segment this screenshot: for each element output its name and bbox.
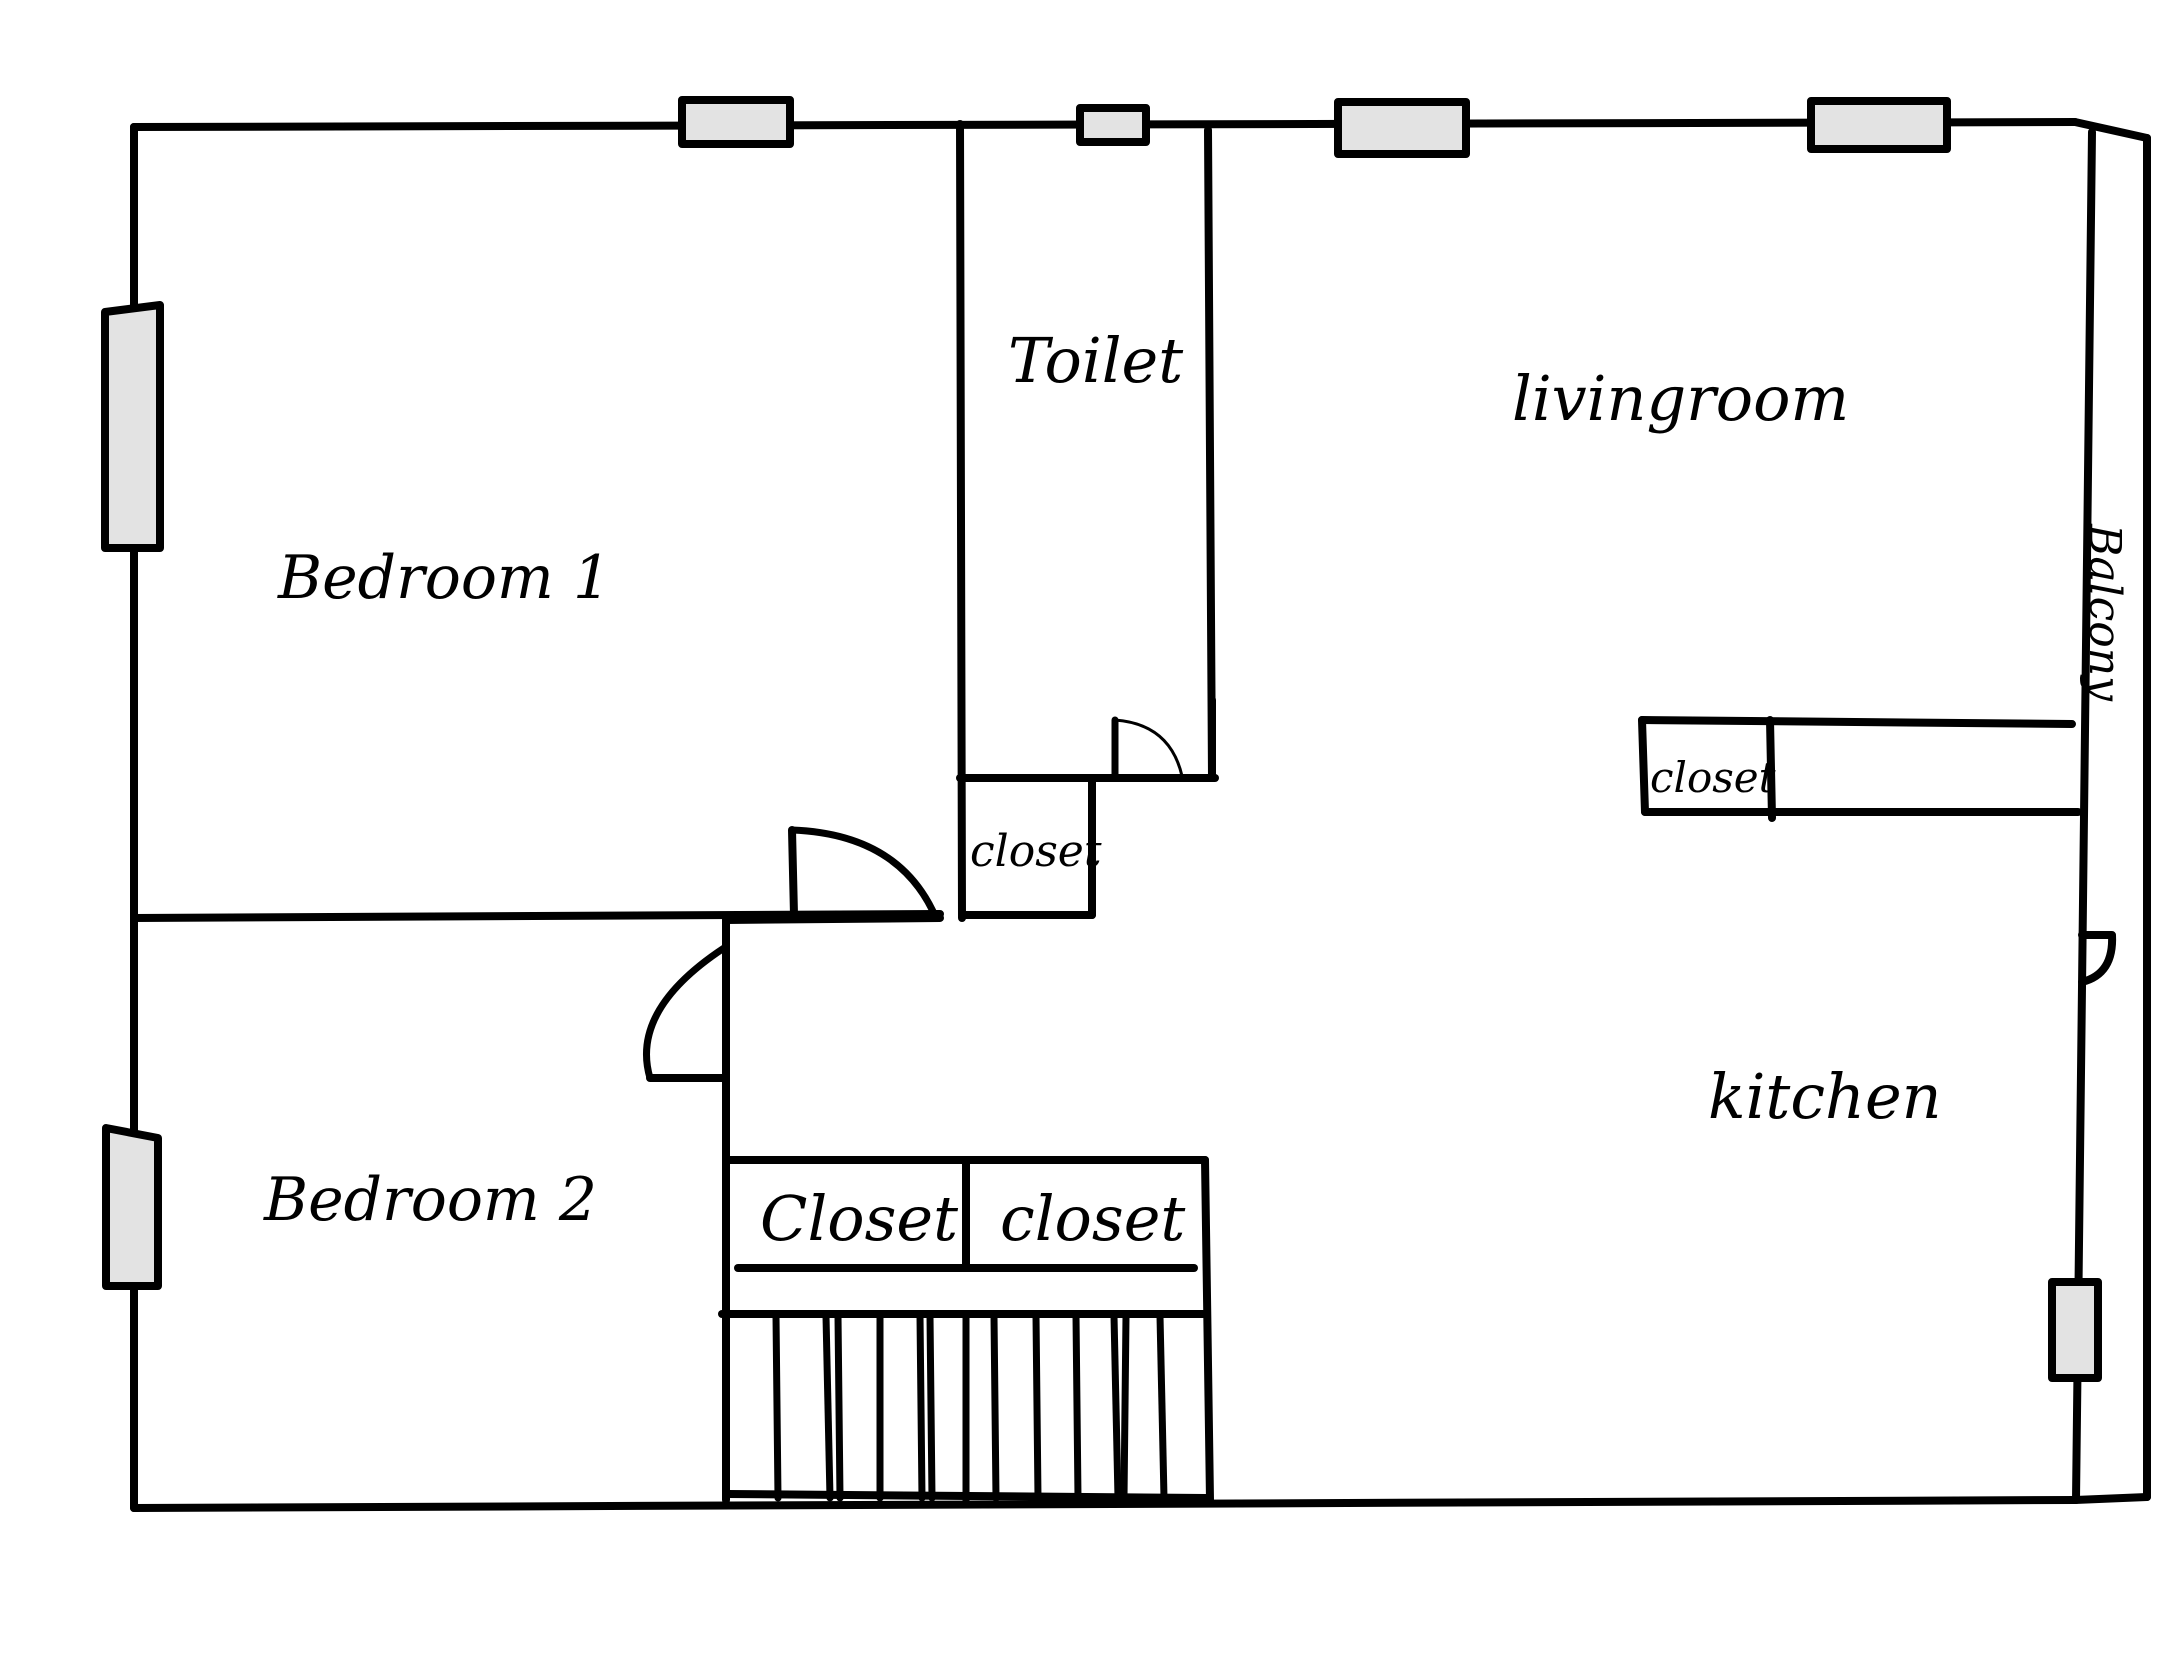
balcony-outline (2071, 118, 2151, 1504)
closet-label-left: Closet (760, 1182, 958, 1255)
room-label-bedroom-2: Bedroom 2 (263, 1165, 597, 1235)
living-closet-outline (1638, 716, 2082, 822)
closet-label-right: closet (1000, 1182, 1185, 1255)
room-label-balcony: Balcony (2079, 523, 2130, 702)
closet-label-hall: closet (970, 826, 1102, 877)
interior-walls (130, 120, 1219, 1504)
room-label-living-room: livingroom (1512, 362, 1849, 435)
room-label-toilet: Toilet (1008, 324, 1183, 397)
windows (101, 96, 2102, 1382)
room-label-kitchen: kitchen (1708, 1060, 1942, 1133)
doors (643, 696, 2117, 1082)
room-label-bedroom-1: Bedroom 1 (277, 543, 611, 613)
stairs (724, 1312, 1210, 1508)
closet-label-living: closet (1650, 753, 1776, 802)
